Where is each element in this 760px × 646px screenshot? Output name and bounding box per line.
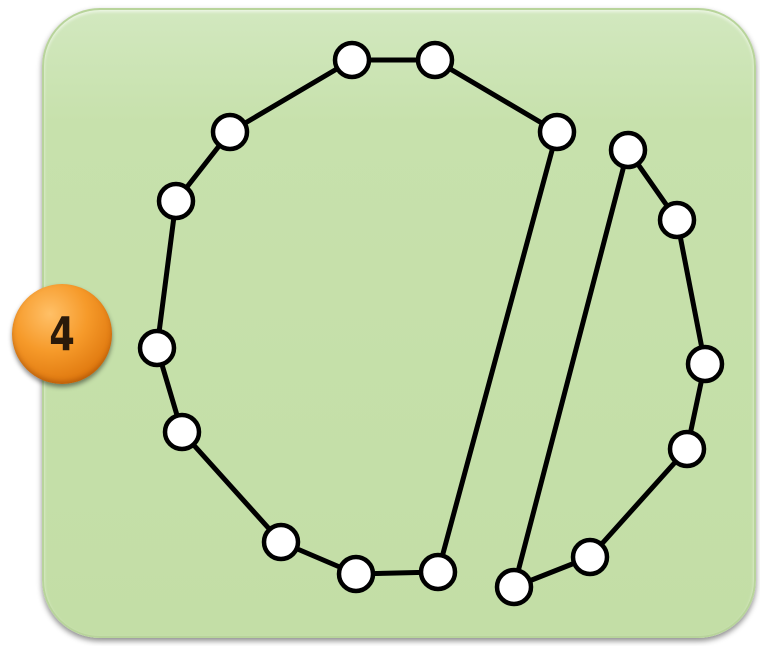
node-dot [162,412,202,452]
node-dot [137,328,177,368]
node-dot [210,112,250,152]
node-dot [608,130,648,170]
node-dot [570,537,610,577]
node-dot [657,200,697,240]
node-dot [415,40,455,80]
node-dot [332,40,372,80]
node-dot [418,552,458,592]
node-dot [261,522,301,562]
node-dot [494,567,534,607]
node-dot [537,112,577,152]
step-number-badge: 4 [12,284,112,384]
node-dot [667,429,707,469]
node-dot [685,344,725,384]
node-dot [336,554,376,594]
step-number-label: 4 [49,307,75,361]
dot-nodes [137,40,725,607]
node-dot [156,181,196,221]
